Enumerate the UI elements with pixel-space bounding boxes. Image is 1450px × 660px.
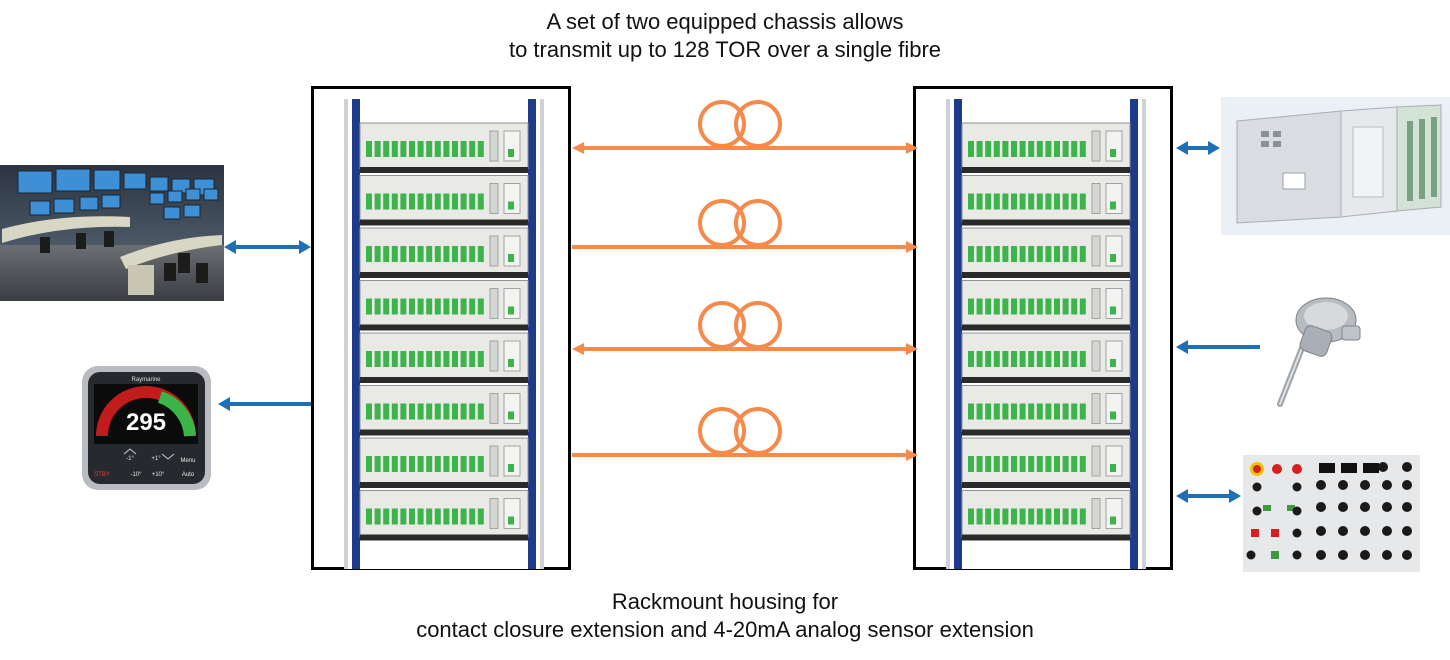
top-caption-line-2: to transmit up to 128 TOR over a single … [508,37,942,62]
rack-shelf [961,280,1131,331]
temperature-sensor-image [1268,290,1376,408]
rack-shelf [961,227,1131,278]
minus-10-button: -10° [130,472,142,478]
temperature-sensor-link [1176,340,1260,354]
fibre-link [572,301,918,355]
control-panel-image [1243,455,1420,572]
rack-shelf [359,385,529,436]
control-room-link [224,240,311,254]
left-rack-chassis [311,86,571,570]
left-rack-image [344,99,544,569]
fibre-links [572,100,918,461]
autopilot-display-link [218,397,311,411]
bottom-caption-line-1: Rackmount housing for [611,589,839,614]
rack-shelf [961,385,1131,436]
autopilot-display-image: Raymarine 295 -1° +1° -10° +10° Menu Aut… [80,364,213,492]
rack-shelf [961,122,1131,173]
plc-controller-link [1176,141,1220,155]
heading-readout: 295 [126,409,166,436]
minus-1-button: -1° [126,456,134,462]
plc-controller-image [1221,97,1450,235]
fibre-link [572,407,918,461]
rack-shelf [359,227,529,278]
brand-label: Raymarine [131,377,161,383]
menu-button: Menu [180,458,195,464]
rack-shelf [961,437,1131,488]
bottom-caption: Rackmount housing for contact closure ex… [0,588,1450,644]
control-room-image [0,165,224,301]
plus-1-button: +1° [151,456,161,462]
fibre-link [572,100,918,154]
rack-shelf [359,122,529,173]
rack-shelf [359,175,529,226]
top-caption: A set of two equipped chassis allows to … [0,8,1450,64]
rack-shelf [359,490,529,541]
rack-shelf [359,437,529,488]
rack-shelf [359,280,529,331]
top-caption-line-1: A set of two equipped chassis allows [546,9,904,34]
bottom-caption-line-2: contact closure extension and 4-20mA ana… [416,617,1034,642]
fibre-link [572,199,918,253]
rack-shelf [359,332,529,383]
rack-shelf [961,332,1131,383]
rack-shelf [961,490,1131,541]
rack-shelf [961,175,1131,226]
right-rack-chassis [913,86,1173,570]
auto-button: Auto [182,472,195,478]
control-panel-link [1176,489,1241,503]
standby-button: STBY [94,472,110,478]
plus-10-button: +10° [152,472,165,478]
right-rack-image [946,99,1146,569]
